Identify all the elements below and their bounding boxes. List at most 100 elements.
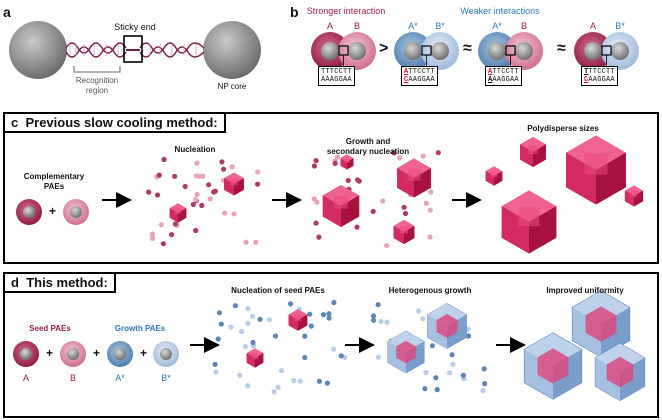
particle [434, 387, 440, 393]
particle [272, 333, 279, 339]
particle [271, 389, 277, 395]
particle [237, 372, 243, 378]
particle [423, 370, 429, 376]
particle [370, 208, 376, 214]
particle [334, 154, 340, 160]
panel-b-letter: b [290, 4, 299, 20]
sticky-end-label: Sticky end [114, 22, 156, 32]
particle [239, 328, 245, 335]
particle [218, 321, 224, 327]
panel-c-frame [3, 112, 659, 264]
panel-d-title: d This method: [3, 272, 116, 293]
particle [311, 163, 317, 169]
particle [172, 173, 178, 179]
seq-box-2: ATTCCTT CAAGGAA [401, 66, 438, 86]
particle [160, 241, 166, 247]
np-core-right [203, 21, 261, 79]
polydisperse-label: Polydisperse sizes [527, 124, 599, 133]
particle [158, 222, 164, 228]
particle [245, 320, 251, 326]
particle [370, 313, 377, 319]
seq-box-1: TTTCCTT AAAGGAA [318, 66, 355, 86]
particle [215, 336, 221, 342]
pair-1 [311, 32, 376, 70]
hetero-particles [370, 302, 488, 394]
particle [420, 153, 426, 159]
particle [420, 316, 426, 322]
particle [384, 243, 390, 249]
particle [149, 231, 155, 237]
particle [460, 372, 466, 378]
plus-c: + [49, 204, 57, 218]
particle [222, 210, 228, 216]
particle [255, 181, 261, 187]
label-B: B [69, 373, 76, 383]
particle [146, 189, 152, 195]
particle [423, 200, 429, 206]
particle [375, 354, 382, 360]
seq-box-3: ATTCCTT AAAGGAA [485, 66, 522, 86]
particle [384, 319, 390, 325]
label-A-star: A* [115, 373, 125, 383]
particle [326, 315, 332, 321]
particle [302, 333, 308, 339]
particle [194, 191, 200, 198]
panel-c-title: c Previous slow cooling method: [3, 112, 226, 133]
particle [156, 172, 162, 178]
growth-paes-label: Growth PAEs [114, 324, 166, 333]
recognition-bracket [73, 66, 121, 73]
panel-d-paes [13, 341, 179, 367]
improved-uniformity-label: Improved uniformity [546, 286, 624, 295]
dna-helix [65, 42, 205, 58]
seq-box-4: TTTCCTT CAAGGAA [581, 66, 618, 86]
seed-nucleation-particles [212, 299, 348, 395]
particle [297, 378, 303, 384]
particle [326, 311, 332, 317]
particle [291, 378, 297, 384]
particle [324, 380, 330, 386]
particle [433, 375, 439, 381]
particle [338, 353, 344, 359]
pair-2 [394, 32, 459, 70]
particle [182, 183, 188, 190]
particle [199, 202, 205, 209]
label-B-star: B* [161, 373, 171, 383]
particle [313, 220, 319, 226]
particle [275, 384, 281, 390]
growth-particles [311, 150, 441, 249]
panel-d-frame [3, 272, 659, 418]
pair2-right: B* [435, 21, 445, 31]
particle [213, 369, 219, 375]
nucleation-particles [146, 156, 261, 247]
seed-paes-label: Seed PAEs [29, 324, 71, 333]
particle [316, 234, 322, 240]
particle [245, 306, 251, 312]
particle [243, 239, 249, 245]
pair1-left: A [326, 21, 333, 31]
plus-d1: + [46, 346, 54, 360]
particle [307, 311, 313, 317]
particle [193, 227, 199, 234]
heterogenous-growth-label: Heterogenous growth [388, 286, 472, 295]
particle [480, 388, 486, 394]
particle [465, 333, 472, 339]
op-approx-1: ≈ [463, 40, 472, 57]
particle [332, 160, 338, 166]
particle [257, 316, 263, 322]
pair1-right: B [353, 21, 360, 31]
np-core-label: NP core [217, 82, 247, 91]
particle [316, 378, 322, 384]
particle [449, 352, 455, 358]
particle [219, 159, 225, 165]
particle [154, 192, 161, 198]
particle [313, 158, 319, 164]
particle [288, 301, 294, 307]
particle [314, 199, 320, 205]
particle [345, 177, 351, 184]
particle [169, 232, 175, 238]
particle [481, 366, 487, 372]
particle [422, 386, 428, 392]
particle [253, 239, 259, 245]
growth-secondary-label: Growth and secondary nucleation [326, 137, 410, 156]
particle [216, 310, 222, 316]
